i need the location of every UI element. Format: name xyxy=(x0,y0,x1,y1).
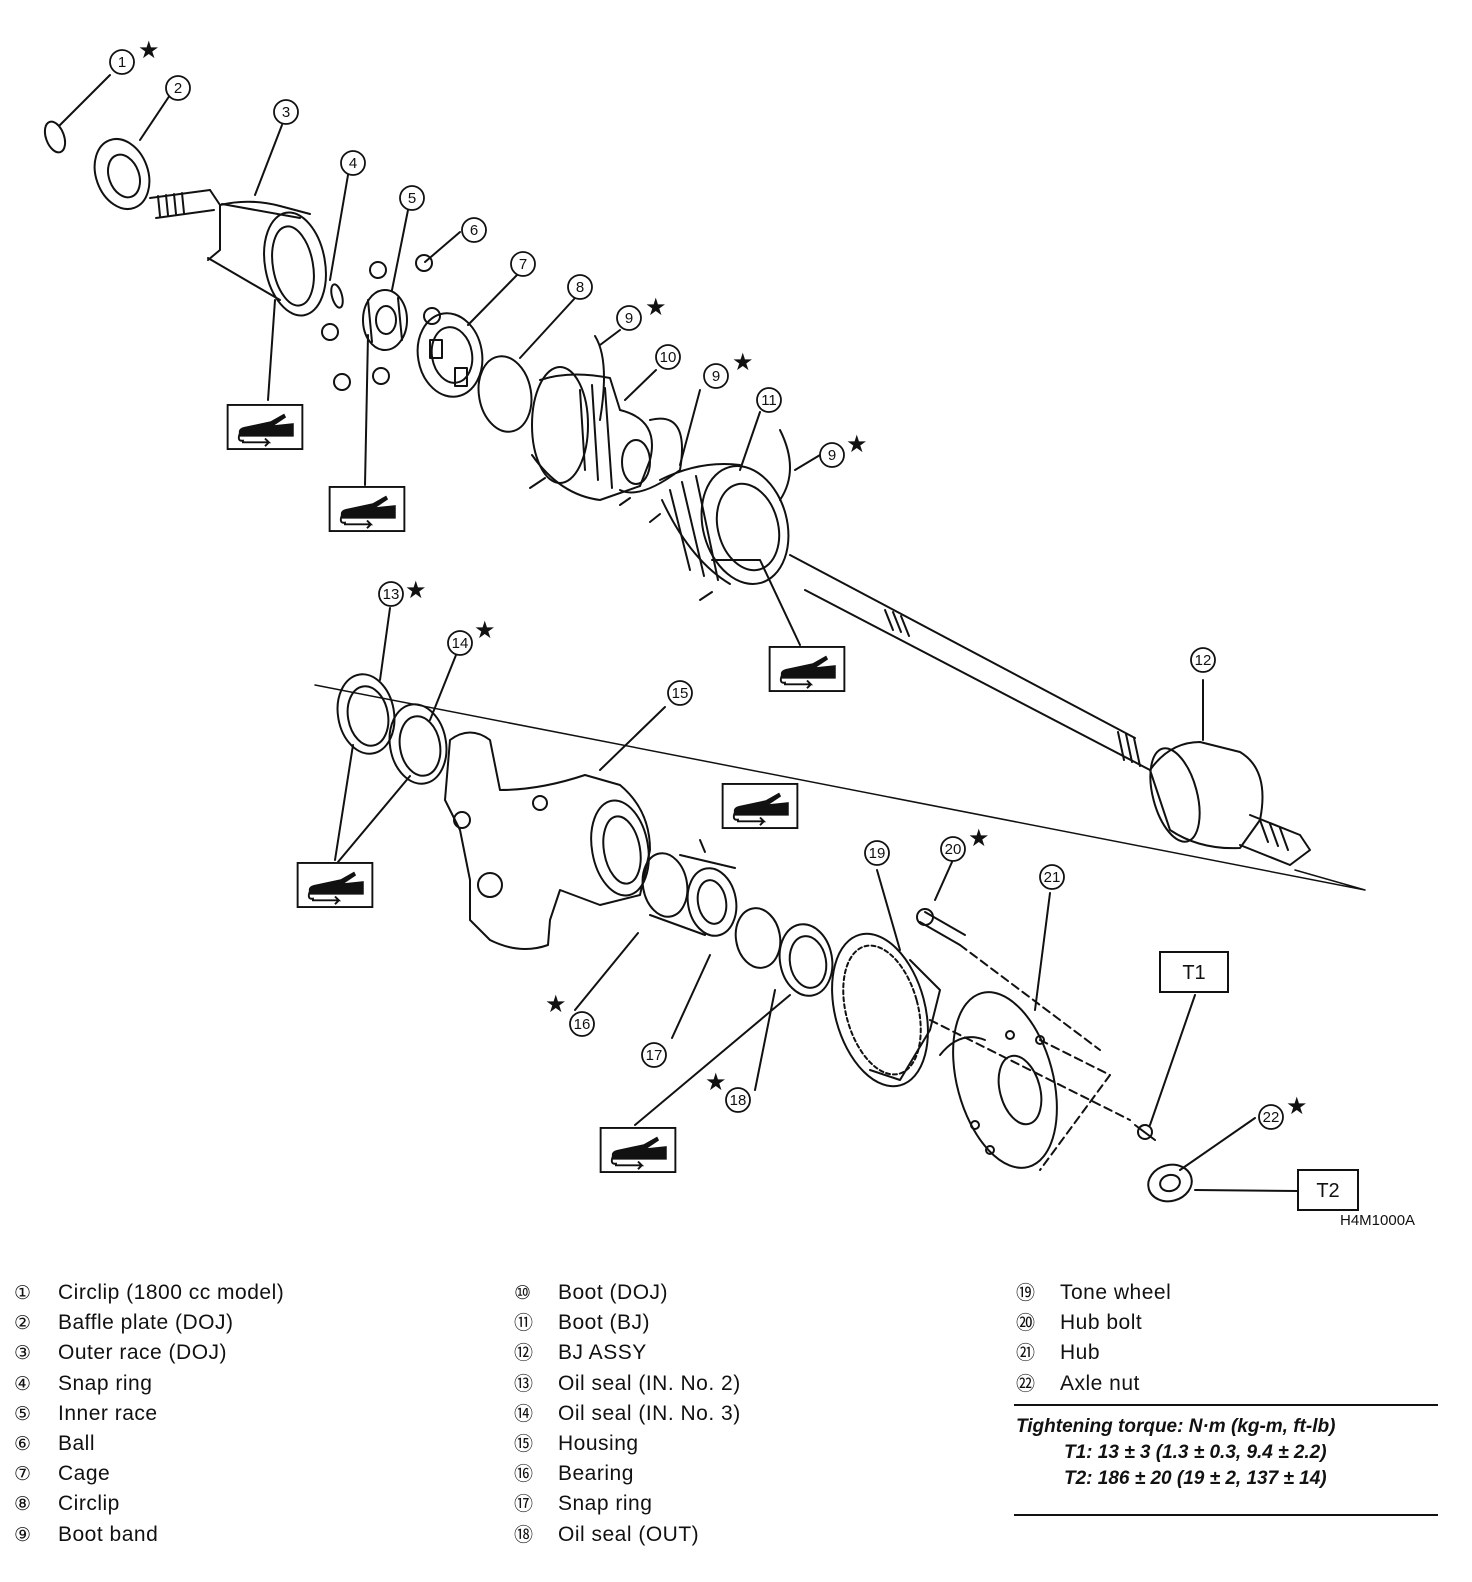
svg-text:T1: T1 xyxy=(1182,962,1205,984)
divider xyxy=(1014,1404,1438,1406)
svg-text:★: ★ xyxy=(846,430,868,458)
svg-text:2: 2 xyxy=(174,80,182,97)
svg-text:11: 11 xyxy=(761,392,777,409)
svg-text:18: 18 xyxy=(730,1092,747,1109)
svg-text:★: ★ xyxy=(545,990,567,1018)
svg-text:4: 4 xyxy=(349,155,357,172)
torque-title: Tightening torque: N·m (kg-m, ft-lb) xyxy=(1016,1416,1336,1437)
svg-text:3: 3 xyxy=(282,104,290,121)
divider xyxy=(1014,1514,1438,1516)
svg-text:7: 7 xyxy=(519,256,527,273)
torque-t2: T2: 186 ± 20 (19 ± 2, 137 ± 14) xyxy=(1064,1468,1327,1489)
svg-text:21: 21 xyxy=(1044,869,1061,886)
svg-text:★: ★ xyxy=(732,348,754,376)
svg-text:T2: T2 xyxy=(1316,1180,1339,1202)
part-callouts xyxy=(109,49,1284,1130)
svg-text:14: 14 xyxy=(452,635,469,652)
svg-text:20: 20 xyxy=(945,841,962,858)
svg-text:15: 15 xyxy=(672,685,689,702)
svg-text:1: 1 xyxy=(118,54,126,71)
svg-text:9: 9 xyxy=(625,310,633,327)
svg-text:★: ★ xyxy=(968,824,990,852)
svg-text:13: 13 xyxy=(383,586,400,603)
svg-text:9: 9 xyxy=(712,368,720,385)
svg-text:10: 10 xyxy=(660,349,677,366)
svg-text:17: 17 xyxy=(646,1047,663,1064)
svg-text:★: ★ xyxy=(405,576,427,604)
svg-text:22: 22 xyxy=(1263,1109,1280,1126)
svg-text:19: 19 xyxy=(869,845,886,862)
svg-text:★: ★ xyxy=(1286,1092,1308,1120)
svg-text:★: ★ xyxy=(138,36,160,64)
svg-text:★: ★ xyxy=(474,616,496,644)
svg-text:5: 5 xyxy=(408,190,416,207)
svg-text:6: 6 xyxy=(470,222,478,239)
tightening-torque-block: Tightening torque: N·m (kg-m, ft-lb) T1:… xyxy=(1016,1414,1335,1492)
svg-text:8: 8 xyxy=(576,279,584,296)
svg-text:★: ★ xyxy=(705,1068,727,1096)
svg-text:★: ★ xyxy=(645,293,667,321)
reference-code: H4M1000A xyxy=(1340,1212,1416,1229)
svg-text:9: 9 xyxy=(828,447,836,464)
svg-text:12: 12 xyxy=(1195,652,1212,669)
svg-text:16: 16 xyxy=(574,1016,591,1033)
torque-t1: T1: 13 ± 3 (1.3 ± 0.3, 9.4 ± 2.2) xyxy=(1064,1442,1327,1463)
